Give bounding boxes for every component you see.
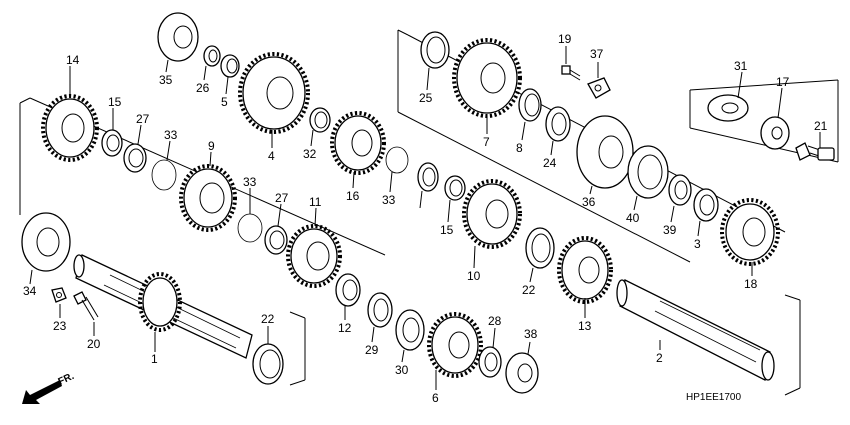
callout-22b: 22 [522, 283, 536, 297]
bearing-38 [505, 341, 539, 394]
plate-37 [587, 62, 611, 99]
callout-10: 10 [467, 269, 481, 283]
callout-13: 13 [578, 319, 592, 333]
callout-24: 24 [543, 156, 557, 170]
bushing-27b [264, 203, 288, 255]
bushing-27c [417, 162, 439, 209]
mainshaft-1 [73, 254, 253, 359]
needle-bearing-15a [101, 108, 123, 157]
front-direction-label: FR. [57, 371, 76, 388]
callout-4: 4 [268, 149, 275, 163]
collar-39 [668, 174, 692, 223]
callout-27a: 27 [136, 112, 150, 126]
washer-24 [545, 106, 571, 156]
gear-14 [41, 66, 99, 162]
bushing-8 [518, 88, 542, 141]
callout-2: 2 [656, 351, 663, 365]
callout-31: 31 [734, 59, 748, 73]
callout-3: 3 [694, 237, 701, 251]
callout-34: 34 [23, 284, 37, 298]
bearing-35 [157, 12, 199, 73]
callout-5: 5 [221, 95, 228, 109]
callout-38: 38 [524, 327, 538, 341]
callout-33c: 33 [382, 193, 396, 207]
bearing-36 [576, 115, 634, 195]
callout-39: 39 [663, 223, 677, 237]
callout-labels: 14 15 27 33 9 33 27 11 34 23 20 1 22 35 … [23, 32, 828, 405]
callout-16: 16 [346, 189, 360, 203]
callout-26: 26 [196, 81, 210, 95]
washer-22a [252, 326, 284, 385]
callout-1: 1 [151, 352, 158, 366]
washer-25 [420, 31, 450, 91]
gear-10 [462, 179, 522, 269]
bushing-27a [123, 124, 147, 173]
callout-8: 8 [516, 141, 523, 155]
gear-7 [452, 38, 522, 134]
callout-33b: 33 [243, 175, 257, 189]
snap-ring-33c [385, 146, 409, 193]
callout-23: 23 [53, 319, 67, 333]
callout-18: 18 [744, 277, 758, 291]
gear-11 [286, 207, 342, 288]
callout-30: 30 [395, 363, 409, 377]
callout-20: 20 [87, 337, 101, 351]
washer-30 [395, 309, 425, 363]
callout-14: 14 [66, 53, 80, 67]
callout-15a: 15 [108, 95, 122, 109]
callout-12: 12 [338, 321, 352, 335]
group-frame-output [689, 79, 839, 163]
bolt-19 [561, 46, 581, 81]
sprocket-18 [720, 198, 780, 276]
needle-bearing-12 [335, 273, 361, 320]
washer-22b [525, 227, 555, 283]
gear-9 [179, 151, 237, 232]
callout-11: 11 [309, 195, 322, 209]
washer-17 [760, 87, 790, 150]
callout-35: 35 [159, 73, 173, 87]
callout-33a: 33 [164, 128, 178, 142]
callout-29: 29 [365, 343, 379, 357]
bolt-21 [795, 132, 835, 161]
bearing-34 [21, 212, 71, 285]
callout-7: 7 [483, 135, 490, 149]
bolt-20 [73, 291, 99, 336]
callout-40: 40 [626, 211, 640, 225]
needle-bearing-15b [444, 175, 466, 223]
washer-31 [707, 71, 749, 122]
bushing-3 [693, 188, 719, 237]
seal-40 [627, 145, 669, 211]
plate-23 [51, 287, 67, 318]
snap-ring-33a [151, 140, 177, 191]
callout-37: 37 [590, 47, 604, 61]
washer-29 [367, 292, 393, 343]
callout-15b: 15 [440, 223, 454, 237]
callout-28: 28 [488, 314, 502, 328]
gear-6 [427, 312, 483, 390]
drawing-code: HP1EE1700 [686, 392, 741, 403]
callout-9: 9 [208, 139, 215, 153]
callout-22a: 22 [261, 312, 275, 326]
callout-21: 21 [814, 119, 828, 133]
callout-32: 32 [303, 147, 317, 161]
callout-17: 17 [776, 75, 790, 89]
gear-4 [238, 52, 310, 148]
front-direction-arrow-icon [22, 380, 62, 404]
callout-19: 19 [558, 32, 572, 46]
callout-25: 25 [419, 91, 433, 105]
washer-26 [203, 45, 221, 81]
bushing-32 [309, 107, 331, 147]
gear-16 [330, 111, 386, 189]
callout-36: 36 [582, 195, 596, 209]
gear-13 [557, 236, 613, 318]
snap-ring-33b [237, 188, 263, 243]
callout-6: 6 [432, 391, 439, 405]
callout-27b: 27 [275, 191, 289, 205]
washer-28 [478, 327, 502, 378]
collar-5 [220, 54, 240, 95]
countershaft-2 [616, 279, 775, 381]
